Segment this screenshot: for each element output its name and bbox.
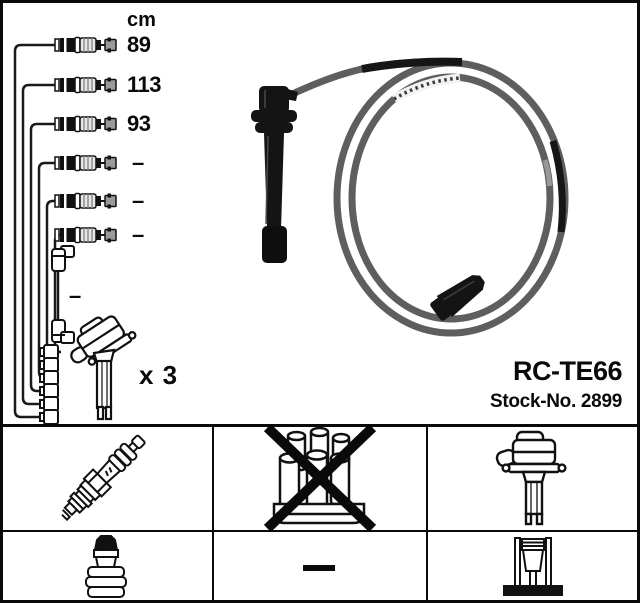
terminal-stack: [39, 344, 59, 425]
distributor-cap-crossed-icon: [264, 426, 376, 530]
ignition-coil-x3-icon: [70, 315, 137, 421]
legend-cell-plug-boot: [83, 534, 129, 598]
lead-length-2: 113: [127, 72, 162, 97]
table-col-divider-2: [426, 424, 428, 603]
lead-connectors: [54, 36, 117, 244]
table-col-divider-1: [212, 424, 214, 603]
ignition-coil-icon: [495, 430, 567, 526]
unit-header: cm: [127, 9, 156, 31]
cross-out-x: [264, 426, 376, 530]
legend-cell-ignition-coil: [495, 430, 571, 526]
dash-icon: [303, 565, 335, 571]
stock-number: Stock-No. 2899: [489, 391, 622, 412]
lead-length-6: –: [132, 222, 144, 247]
legend-cell-spark-plug: [61, 422, 146, 534]
coil-quantity-note: x 3: [139, 360, 179, 390]
coiled-lead-photo: [251, 57, 569, 337]
cable-sleeve-right: [549, 140, 566, 233]
lead-length-5: –: [132, 188, 144, 213]
lead-length-3: 93: [127, 111, 151, 136]
legend-cell-none: [303, 565, 335, 571]
lead-length-1: 89: [127, 32, 151, 57]
short-lead: [51, 245, 75, 344]
cable-inner-loop: [348, 73, 554, 323]
table-row-divider: [0, 530, 640, 532]
plug-boot-angled: [430, 275, 485, 321]
part-number: RC-TE66: [512, 356, 623, 386]
legend-cell-distributor-cap: [264, 426, 376, 530]
cable-print-text: [393, 76, 461, 101]
spark-plug-icon: [61, 434, 146, 522]
spark-plug-boot-icon: [85, 535, 127, 598]
short-lead-length: –: [69, 283, 81, 308]
lead-length-4: –: [132, 150, 144, 175]
cable-highlight: [542, 159, 552, 187]
plug-top-terminal-icon: [503, 537, 563, 596]
table-border-top: [0, 424, 640, 427]
cable-sleeve-top: [361, 57, 463, 73]
legend-cell-plug-terminal: [502, 536, 564, 598]
plug-boot-long: [251, 86, 298, 263]
